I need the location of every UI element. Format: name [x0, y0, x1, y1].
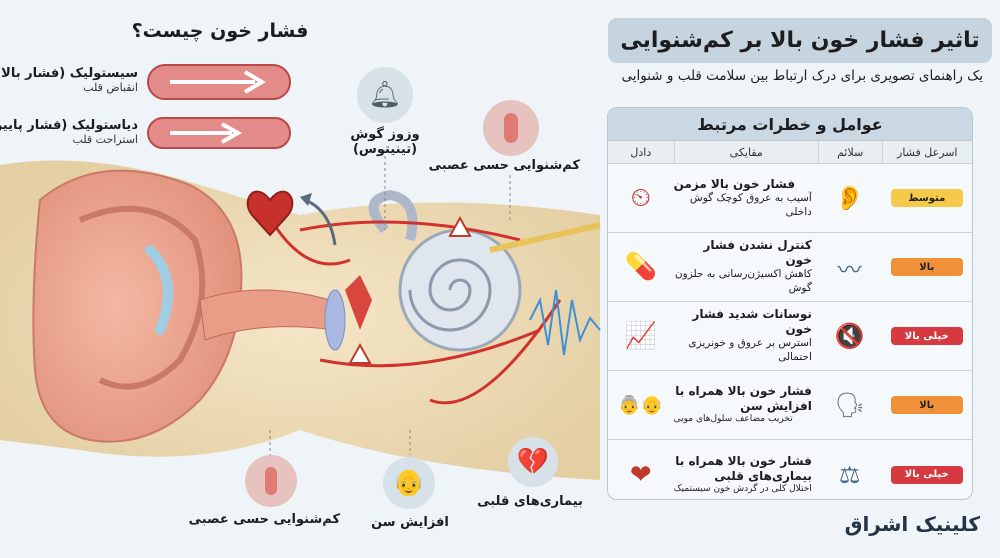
- table-title: عوامل و خطرات مرتبط: [608, 108, 972, 141]
- diastolic-sub: استراحت قلب: [72, 133, 138, 146]
- severity-badge: خیلی بالا: [890, 465, 963, 484]
- balance-scale-icon: ⚖: [838, 460, 861, 489]
- symptom-cell: ⚖: [818, 440, 882, 499]
- arrow-icon: [170, 122, 243, 144]
- icon-cell: 👵👴: [608, 371, 674, 439]
- sound-wave-right: [529, 289, 601, 356]
- ear-anatomy-illustration: [0, 64, 601, 480]
- systolic-sub: انقباض قلب: [83, 81, 138, 94]
- page-subtitle: یک راهنمای تصویری برای درک ارتباط بین سل…: [621, 68, 983, 84]
- risk-factors-table: عوامل و خطرات مرتبط اسرعل فشار سلائم مقا…: [607, 107, 973, 500]
- severity-cell: بالا: [882, 371, 973, 439]
- factor-desc: استرس بر عروق و خونریزی احتمالی: [688, 337, 812, 363]
- speaking-head-icon: 🗣: [834, 391, 865, 419]
- sound-wave-icon: 〰: [837, 255, 862, 284]
- severity-cell: بالا: [882, 233, 973, 301]
- outer-ear: [32, 169, 243, 443]
- factor-title: نوسانات شدید فشار خون: [692, 307, 812, 337]
- icon-cell: 📈: [608, 302, 674, 370]
- factor-title: فشار خون بالا مزمن: [673, 176, 796, 191]
- gauge-icon: ⏲: [630, 182, 651, 213]
- symptom-cell: 〰: [818, 233, 882, 301]
- severity-cell: خیلی بالا: [882, 440, 973, 499]
- ear-icon: 👂: [834, 184, 865, 212]
- table-row: خیلی بالا ⚖ فشار خون بالا همراه با بیمار…: [608, 440, 973, 499]
- arrow-icon: [170, 70, 266, 94]
- broken-heart-icon: 💔: [508, 437, 558, 487]
- hair-cell-icon: [483, 100, 539, 156]
- heart-stethoscope-icon: ❤: [629, 459, 652, 490]
- left-title: فشار خون چیست؟: [131, 20, 309, 42]
- diastolic-label: دیاستولیک (فشار پایین) استراحت قلب: [0, 118, 138, 146]
- sensorineural-bottom-label: کم‌شنوایی حسی عصبی: [188, 512, 340, 527]
- bell-icon: 🔔︎: [357, 67, 413, 123]
- systolic-label: سیستولیک (فشار بالا) انقباض قلب: [0, 66, 138, 94]
- factor-desc: آسیب به عروق کوچک گوش داخلی: [689, 191, 812, 218]
- icon-cell: 💊: [608, 233, 674, 301]
- diastolic-title: دیاستولیک (فشار پایین): [0, 118, 138, 133]
- column-header: دادل: [630, 145, 652, 159]
- severity-badge: بالا: [890, 258, 963, 276]
- severity-badge: خیلی بالا: [890, 327, 963, 345]
- sensorineural-top-label: کم‌شنوایی حسی عصبی: [428, 158, 580, 173]
- elderly-couple-icon: 👵👴: [618, 394, 664, 416]
- column-header: مقایکی: [673, 141, 818, 163]
- heart-icon: [246, 190, 294, 237]
- aging-label: افزایش سن: [371, 515, 449, 530]
- page-title: تاثیر فشار خون بالا بر کم‌شنوایی: [608, 18, 992, 63]
- systolic-title: سیستولیک (فشار بالا): [0, 66, 138, 81]
- heart-disease-label: بیماری‌های قلبی: [477, 494, 583, 509]
- factor-title: فشار خون بالا همراه با افزایش سن: [675, 384, 812, 414]
- tinnitus-line1: وزوز گوش: [350, 127, 420, 142]
- column-header: سلائم: [817, 141, 882, 163]
- factor-title: فشار خون بالا همراه با بیماری‌های قلبی: [675, 453, 812, 483]
- warning-icon: [348, 342, 372, 364]
- hair-cell-icon: [245, 455, 297, 507]
- factor-desc: اختلال کلی در گردش خون سیستمیک: [673, 483, 812, 494]
- severity-cell: خیلی بالا: [882, 302, 973, 370]
- symptom-cell: 🔇: [818, 302, 882, 370]
- eardrum: [324, 289, 346, 351]
- icon-cell: ❤: [608, 440, 674, 499]
- warning-icon: [448, 215, 472, 237]
- symptom-cell: 🗣: [818, 371, 882, 439]
- severity-cell: متوسط: [882, 164, 973, 232]
- table-header-row: اسرعل فشار سلائم مقایکی دادل: [608, 141, 972, 164]
- tinnitus-line2: (تینیتوس): [352, 142, 418, 157]
- tinnitus-label: وزوز گوش (تینیتوس): [335, 127, 435, 157]
- fluctuation-chart-icon: 📈: [624, 321, 657, 351]
- icon-cell: ⏲: [608, 164, 674, 232]
- elderly-person-icon: 👴: [383, 457, 435, 509]
- severity-badge: بالا: [890, 396, 963, 414]
- factor-title: کنترل نشدن فشار خون: [703, 238, 812, 268]
- factor-desc: کاهش اکسیژن‌رسانی به حلزون گوش: [674, 268, 812, 294]
- severity-badge: متوسط: [890, 189, 963, 207]
- column-header: اسرعل فشار: [881, 141, 973, 163]
- mute-speaker-icon: 🔇: [834, 322, 865, 350]
- factor-desc: تخریب مضاعف سلول‌های مویی: [673, 414, 793, 425]
- medicine-bottle-icon: 💊: [624, 252, 657, 282]
- symptom-cell: 👂: [818, 164, 882, 232]
- clinic-brand: کلینیک اشراق: [844, 512, 980, 536]
